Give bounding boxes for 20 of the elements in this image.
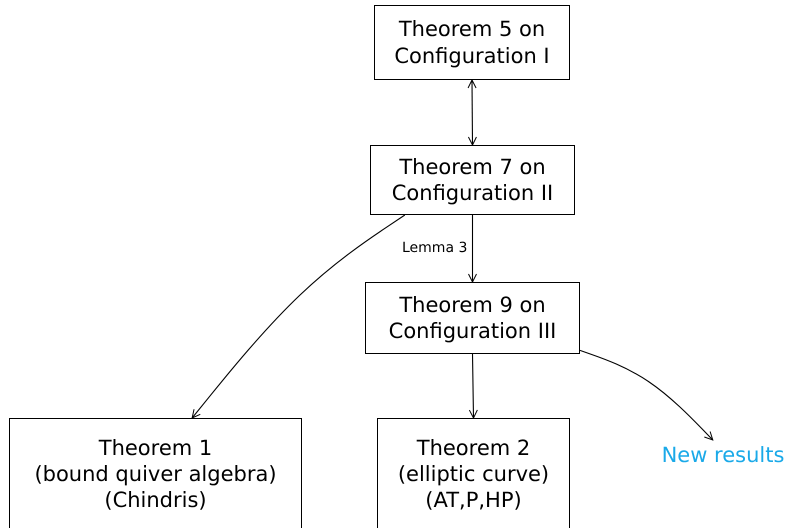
- node-text: (Chindris): [104, 487, 207, 514]
- arrow: [192, 214, 406, 418]
- node-text: New results: [650, 440, 796, 470]
- node-text: (AT,P,HP): [425, 487, 522, 514]
- arrow: [468, 215, 477, 282]
- arrow: [468, 354, 478, 418]
- theorem-box: [370, 145, 575, 215]
- node-text: (bound quiver algebra): [34, 460, 277, 488]
- theorem-box: [374, 5, 570, 80]
- node-text: Theorem 1: [98, 434, 212, 461]
- node-text: (elliptic curve): [398, 460, 550, 488]
- theorem-box: [377, 418, 570, 528]
- node-text: Theorem 2: [416, 434, 530, 461]
- arrow: [580, 350, 714, 440]
- node-text: Theorem 5 on Configuration I: [393, 16, 551, 69]
- node-text: Theorem 7 on Configuration II: [390, 154, 554, 206]
- theorem-box: [365, 282, 580, 354]
- arrow: [468, 80, 477, 146]
- theorem-box: [9, 418, 302, 528]
- node-text: Theorem 9 on Configuration III: [388, 292, 558, 344]
